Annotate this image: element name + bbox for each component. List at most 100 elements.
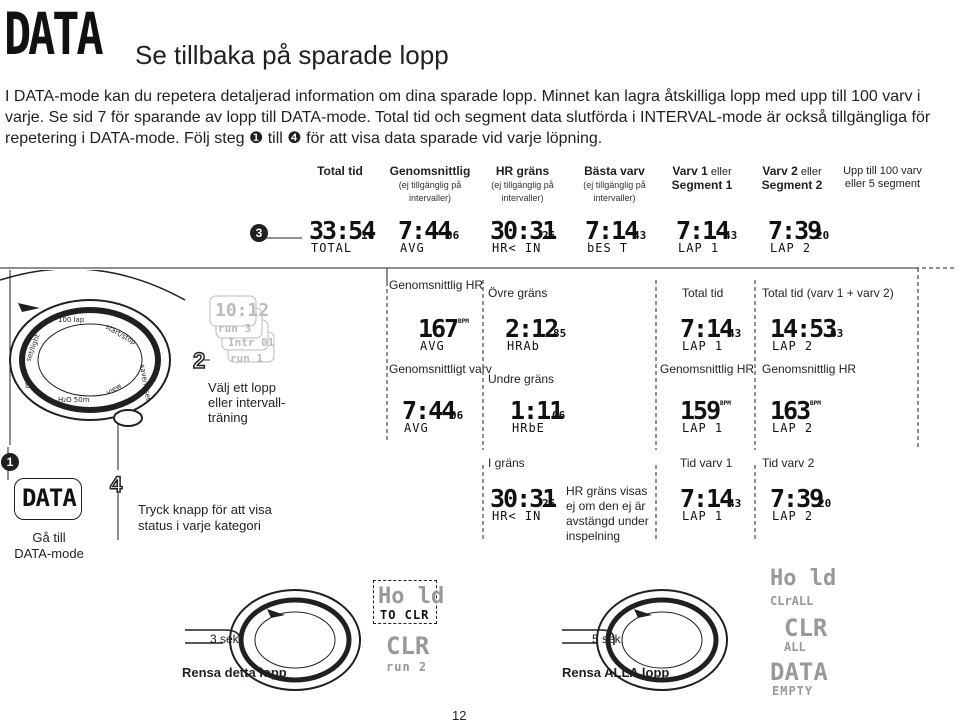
watch-label-100lap: 100 lap	[58, 316, 85, 324]
col-title-line2: Segment 2	[761, 178, 823, 192]
lcd-small: 20	[816, 229, 830, 242]
label-avg-hr-2: Genomsnittlig HR	[660, 362, 755, 376]
lcd-unit: BPM	[810, 400, 821, 407]
clear-all-caption: Rensa ALLA lopp	[562, 665, 670, 680]
label-in-limit: I gräns	[488, 456, 525, 470]
step2-stack-time: 10:12	[215, 300, 270, 321]
lcd-main: 7:44	[402, 396, 456, 425]
clear-all-screen1-bottom: CLrALL	[770, 594, 814, 608]
step2-caption: Välj ett lopp eller intervall-träning	[208, 380, 286, 425]
lcd-sub: LAP 2	[770, 241, 812, 255]
lcd-lower: 1:11 06 HRbE	[510, 398, 580, 438]
col-total-time: Total tid	[305, 165, 375, 179]
clear-one-caption: Rensa detta lopp	[182, 665, 287, 680]
col-title: Genomsnittlig	[389, 164, 471, 178]
lcd-sub: LAP 2	[772, 421, 814, 435]
col-title-line2: eller 5 segment	[844, 178, 921, 190]
lcd-sub: HRbE	[512, 421, 545, 435]
lcd-small: 43	[728, 497, 742, 510]
col-title: Total tid	[317, 164, 363, 178]
lcd-main: 159	[680, 396, 721, 425]
col-hr-limit: HR gräns (ej tillgänglig på intervaller)	[480, 165, 565, 205]
label-upper: Övre gräns	[488, 286, 548, 300]
page-number: 12	[452, 708, 467, 723]
step1-display: DATA	[22, 484, 77, 512]
col-note: (ej tillgänglig på intervaller)	[583, 180, 646, 203]
lcd-main: 30:31	[490, 216, 557, 245]
label-lower: Undre gräns	[488, 372, 555, 386]
lcd-main: 7:14	[680, 314, 734, 343]
lcd-sub: LAP 1	[682, 421, 724, 435]
step2-stack-screens	[209, 295, 275, 363]
step2-stack-run1: run 1	[230, 352, 264, 365]
lcd-small: 43	[633, 229, 647, 242]
lcd-main: 33:54	[309, 216, 376, 245]
col-title: Upp till 100 varv	[843, 165, 922, 177]
lcd-sub: LAP 1	[682, 339, 724, 353]
col-up-to-100: Upp till 100 varv eller 5 segment	[835, 165, 930, 191]
lcd-small: 85	[553, 327, 567, 340]
lcd-avg-pace: 7:44 06 AVG	[402, 398, 472, 438]
lcd-avg-hr: 167 BPM AVG	[418, 316, 478, 356]
lcd-main: 14:53	[770, 314, 837, 343]
col-lap2: Varv 2 eller Segment 2	[752, 165, 832, 193]
step-4-marker: 4	[109, 472, 123, 497]
lcd-main: 167	[418, 314, 459, 343]
lcd-unit: BPM	[720, 400, 731, 407]
svg-text:H₂O 50m: H₂O 50m	[58, 396, 90, 404]
lcd-avg: 7:44 06 AVG	[398, 218, 468, 258]
watch-illustration: 100 lap start/stop set/light mode H₂O 50…	[0, 270, 186, 445]
lcd-lap1-total: 7:14 43 LAP 1	[680, 316, 750, 356]
lcd-lap2: 7:39 20 LAP 2	[768, 218, 838, 258]
lcd-lap1-hr: 159 BPM LAP 1	[680, 398, 740, 438]
step-1-marker: 1	[1, 453, 19, 471]
lcd-lap2-time: 7:39 20 LAP 2	[770, 486, 840, 526]
lcd-total: 33:54 16 TOTAL	[309, 218, 379, 258]
lcd-small: 20	[818, 497, 832, 510]
lcd-best: 7:14 43 bES T	[585, 218, 655, 258]
clear-one-watch	[185, 589, 361, 691]
lcd-small: 06	[450, 409, 464, 422]
step1-screen	[14, 478, 82, 520]
clear-all-screen1-top: Ho ld	[770, 566, 837, 591]
lcd-main: 7:44	[398, 216, 452, 245]
col-title: Bästa varv	[584, 164, 645, 178]
step-3-marker: 3	[250, 224, 268, 242]
lcd-small: 25	[542, 229, 556, 242]
lcd-sub: LAP 2	[772, 339, 814, 353]
lcd-main: 1:11	[510, 396, 564, 425]
col-title-suffix: eller	[797, 166, 822, 178]
intro-text: I DATA-mode kan du repetera detaljerad i…	[5, 88, 931, 147]
clear-one-screen2-bottom: run 2	[386, 660, 428, 674]
clear-one-screen1	[373, 580, 437, 624]
clear-all-screen3-top: DATA	[770, 658, 828, 686]
lcd-sub: HRAb	[507, 339, 540, 353]
lcd-sub: LAP 1	[682, 509, 724, 523]
col-lap1: Varv 1 eller Segment 1	[662, 165, 742, 193]
col-average: Genomsnittlig (ej tillgänglig på interva…	[385, 165, 475, 205]
lcd-lap1-time: 7:14 43 LAP 1	[680, 486, 750, 526]
clear-one-screen2-top: CLR	[386, 632, 430, 660]
col-title: Varv 1	[672, 164, 708, 178]
step-2-marker: 2	[192, 348, 206, 373]
lcd-sub: AVG	[420, 339, 445, 353]
lcd-main: 7:39	[768, 216, 822, 245]
step2-stack-run3: run 3	[218, 322, 252, 335]
data-logo: DATA	[4, 0, 104, 68]
lcd-main: 30:31	[490, 484, 557, 513]
label-total-time: Total tid	[682, 286, 724, 300]
col-title-suffix: eller	[707, 166, 732, 178]
lcd-hr-in-2: 30:31 25 HR< IN	[490, 486, 560, 526]
clear-all-screen2-top: CLR	[784, 614, 828, 642]
label-avg-pace: Genomsnittligt varv	[389, 362, 492, 376]
clear-all-seconds: 5 sek.	[592, 632, 625, 646]
col-best-lap: Bästa varv (ej tillgänglig på intervalle…	[572, 165, 657, 205]
clear-one-screen1-bottom: TO CLR	[380, 608, 430, 622]
label-lap2-time: Tid varv 2	[762, 456, 815, 470]
lcd-small: 25	[542, 497, 556, 510]
lcd-sub: HR< IN	[492, 241, 542, 255]
step1-caption: Gå till DATA-mode	[14, 530, 84, 561]
label-total-time-sum: Total tid (varv 1 + varv 2)	[762, 286, 894, 300]
lcd-sub: LAP 2	[772, 509, 814, 523]
lcd-main: 2:12	[505, 314, 559, 343]
